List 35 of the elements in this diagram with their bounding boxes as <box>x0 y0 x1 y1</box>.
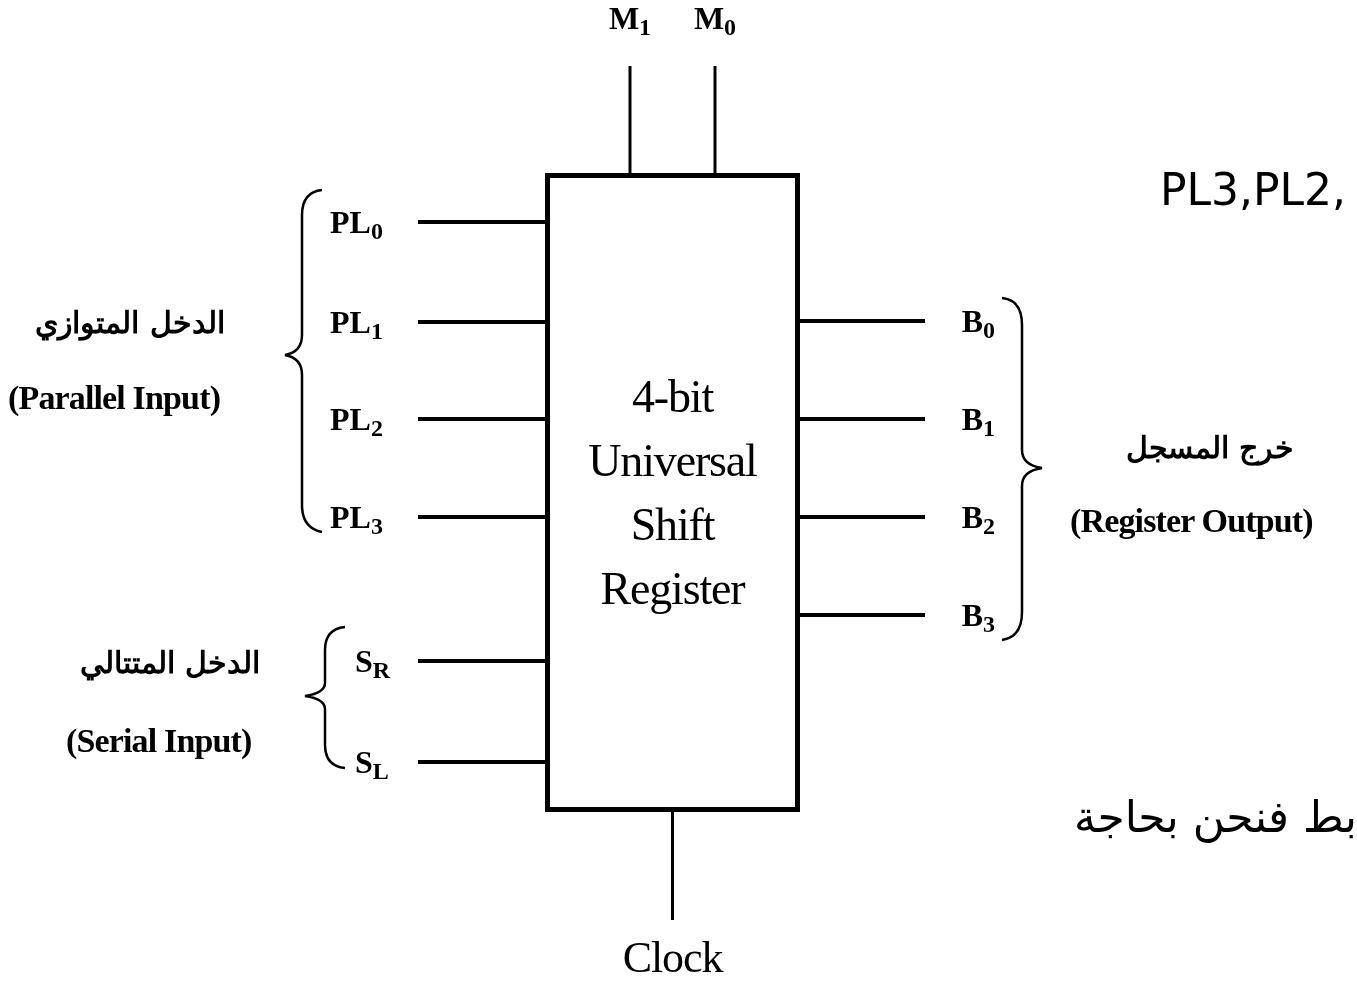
pin-label: M$_{1}$ <box>608 2 652 34</box>
wire <box>800 417 925 421</box>
wire <box>418 320 545 324</box>
pin-label: B$_{1}$ <box>961 403 995 435</box>
pin-label: M$_{0}$ <box>693 2 737 34</box>
pin-label: PL$_{0}$ <box>330 206 383 238</box>
group-label: الدخل المتتالي <box>78 644 262 683</box>
wire <box>628 66 632 173</box>
group-label: خرج المسجل <box>1124 429 1296 468</box>
group-label: (Register Output) <box>1070 501 1313 541</box>
wire <box>418 515 545 519</box>
wire <box>671 812 674 920</box>
group-label: (Parallel Input) <box>8 378 221 418</box>
pin-label: B$_{2}$ <box>961 501 995 533</box>
wire <box>418 417 545 421</box>
pin-label: PL$_{1}$ <box>330 306 383 338</box>
wire <box>800 613 925 617</box>
pin-label: Clock <box>622 936 723 980</box>
block-label: 4-bit Universal Shift Register <box>587 369 758 616</box>
pin-label: PL$_{3}$ <box>330 501 383 533</box>
pin-label: B$_{3}$ <box>961 599 995 631</box>
partial-text: PL3,PL2, <box>1160 168 1347 212</box>
pin-label: PL$_{2}$ <box>330 403 383 435</box>
group-label: (Serial Input) <box>66 721 252 761</box>
wire <box>418 659 545 663</box>
wire <box>713 66 717 173</box>
wire <box>800 319 925 323</box>
register-block <box>545 173 800 812</box>
pin-label: S$_{R}$ <box>355 645 391 677</box>
wire <box>418 220 545 224</box>
pin-label: B$_{0}$ <box>961 305 995 337</box>
pin-label: S$_{L}$ <box>355 746 389 778</box>
group-label: الدخل المتوازي <box>34 304 226 343</box>
wire <box>418 760 545 764</box>
wire <box>800 515 925 519</box>
